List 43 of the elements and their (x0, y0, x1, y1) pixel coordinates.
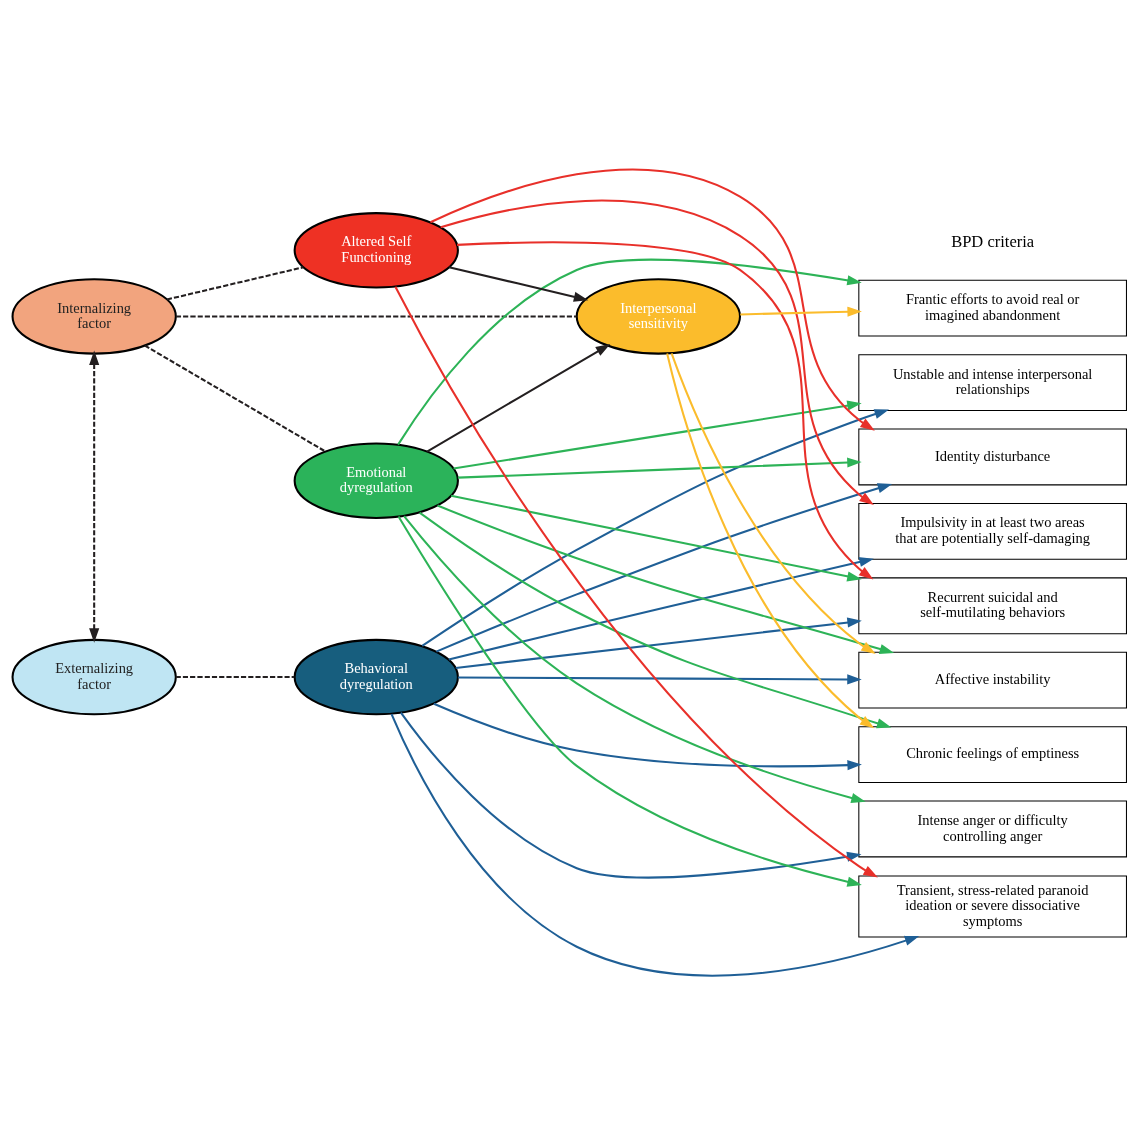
arrow (89, 350, 100, 643)
arrow (666, 352, 875, 728)
node-ellipse: Behavioral dyregulation (293, 638, 459, 715)
arrow (448, 556, 874, 660)
node-box: Intense anger or difficulty controlling anger (858, 800, 1127, 857)
arrow (670, 352, 876, 654)
arrow (457, 673, 862, 684)
arrow (453, 400, 862, 470)
arrow (430, 167, 875, 431)
node-box: Transient, stress-related paranoid ideation or severe dissociative symptoms (858, 874, 1127, 937)
arrow (397, 515, 862, 887)
node-box: Chronic feelings of emptiness (858, 725, 1127, 783)
node-ellipse: Externalizing factor (11, 638, 177, 715)
node-ellipse: Altered Self Functioning (293, 211, 459, 289)
arrow (426, 343, 611, 452)
connector (176, 314, 577, 317)
label: BPD criteria (951, 231, 1035, 251)
arrow (740, 306, 862, 317)
node-ellipse: Internalizing factor (11, 277, 177, 355)
arrow (433, 702, 862, 770)
arrow (390, 713, 920, 977)
arrow (448, 265, 589, 302)
arrow (440, 199, 874, 505)
node-box: Affective instability (858, 651, 1127, 709)
arrow (403, 514, 866, 803)
arrow (455, 616, 862, 669)
node-box: Identity disturbance (858, 428, 1127, 485)
node-box: Unstable and intense interpersonal relationships (858, 353, 1127, 411)
connector (166, 265, 304, 300)
arrow (450, 494, 862, 581)
arrow (457, 457, 862, 479)
arrow (400, 711, 862, 878)
arrow (418, 511, 892, 728)
arrow (421, 408, 889, 647)
node-ellipse: Emotional dyregulation (293, 442, 459, 519)
connector (175, 675, 295, 678)
connector (144, 344, 326, 452)
node-box: Frantic efforts to avoid real or imagined abandonment (858, 279, 1127, 337)
node-box: Impulsivity in at least two areas that are potentially self-damaging (858, 502, 1127, 560)
arrow (397, 258, 862, 445)
arrow (394, 285, 878, 877)
arrow (457, 240, 874, 580)
node-box: Recurrent suicidal and self-mutilating behaviors (858, 576, 1127, 634)
